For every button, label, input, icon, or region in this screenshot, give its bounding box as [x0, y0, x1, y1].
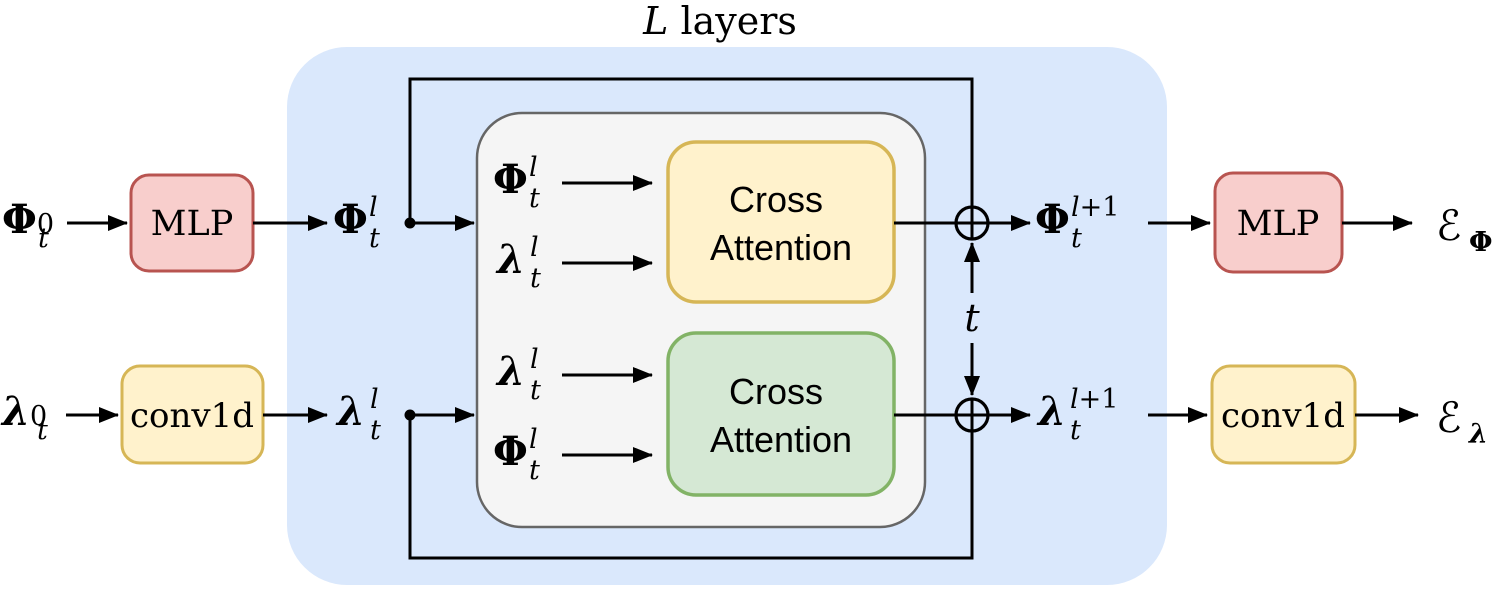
cross-attention-bottom-label: Cross Attention — [710, 371, 852, 460]
cross-attention-bottom-block — [666, 331, 896, 497]
conv1d-input-label: conv1d — [130, 396, 254, 436]
diagram-title: L layers — [642, 0, 797, 43]
cross-attention-top-label: Cross Attention — [710, 179, 852, 268]
timestep-label: t — [964, 296, 980, 340]
phi-sum-node-icon — [954, 205, 990, 241]
mlp-input-label: MLP — [151, 204, 234, 244]
lambda-sum-node-icon — [954, 397, 990, 433]
lambda-input-label: λ0t — [0, 388, 48, 446]
lambda-skip-connection — [408, 415, 974, 560]
phi-skip-connection — [408, 77, 974, 223]
conv1d-output-label: conv1d — [1221, 396, 1345, 436]
cross-attention-top-block — [666, 140, 896, 304]
mlp-output-label: MLP — [1237, 204, 1320, 244]
phi-input-label: Φ0t — [2, 196, 54, 254]
